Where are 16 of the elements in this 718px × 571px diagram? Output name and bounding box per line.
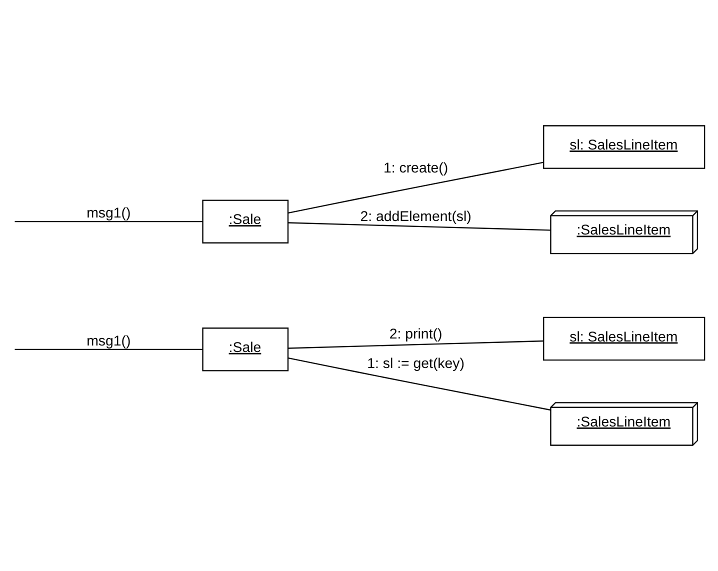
connector bbox=[14, 348, 203, 350]
node-box: sl: SalesLineItem bbox=[543, 125, 706, 169]
edge-label: 2: print() bbox=[389, 326, 442, 342]
connector bbox=[14, 221, 203, 222]
node-box: :Sale bbox=[202, 200, 289, 244]
connector bbox=[288, 162, 544, 214]
edge-label: msg1() bbox=[86, 333, 131, 350]
connector bbox=[288, 340, 544, 349]
node-box: sl: SalesLineItem bbox=[543, 316, 706, 361]
node-box: :Sale bbox=[202, 328, 289, 372]
edge-label: 1: sl := get(key) bbox=[367, 356, 464, 372]
edge-label: msg1() bbox=[86, 206, 131, 222]
connector bbox=[288, 222, 550, 231]
connector bbox=[288, 357, 551, 411]
edge-label: 2: addElement(sl) bbox=[360, 209, 472, 226]
edge-label: 1: create() bbox=[383, 160, 448, 177]
